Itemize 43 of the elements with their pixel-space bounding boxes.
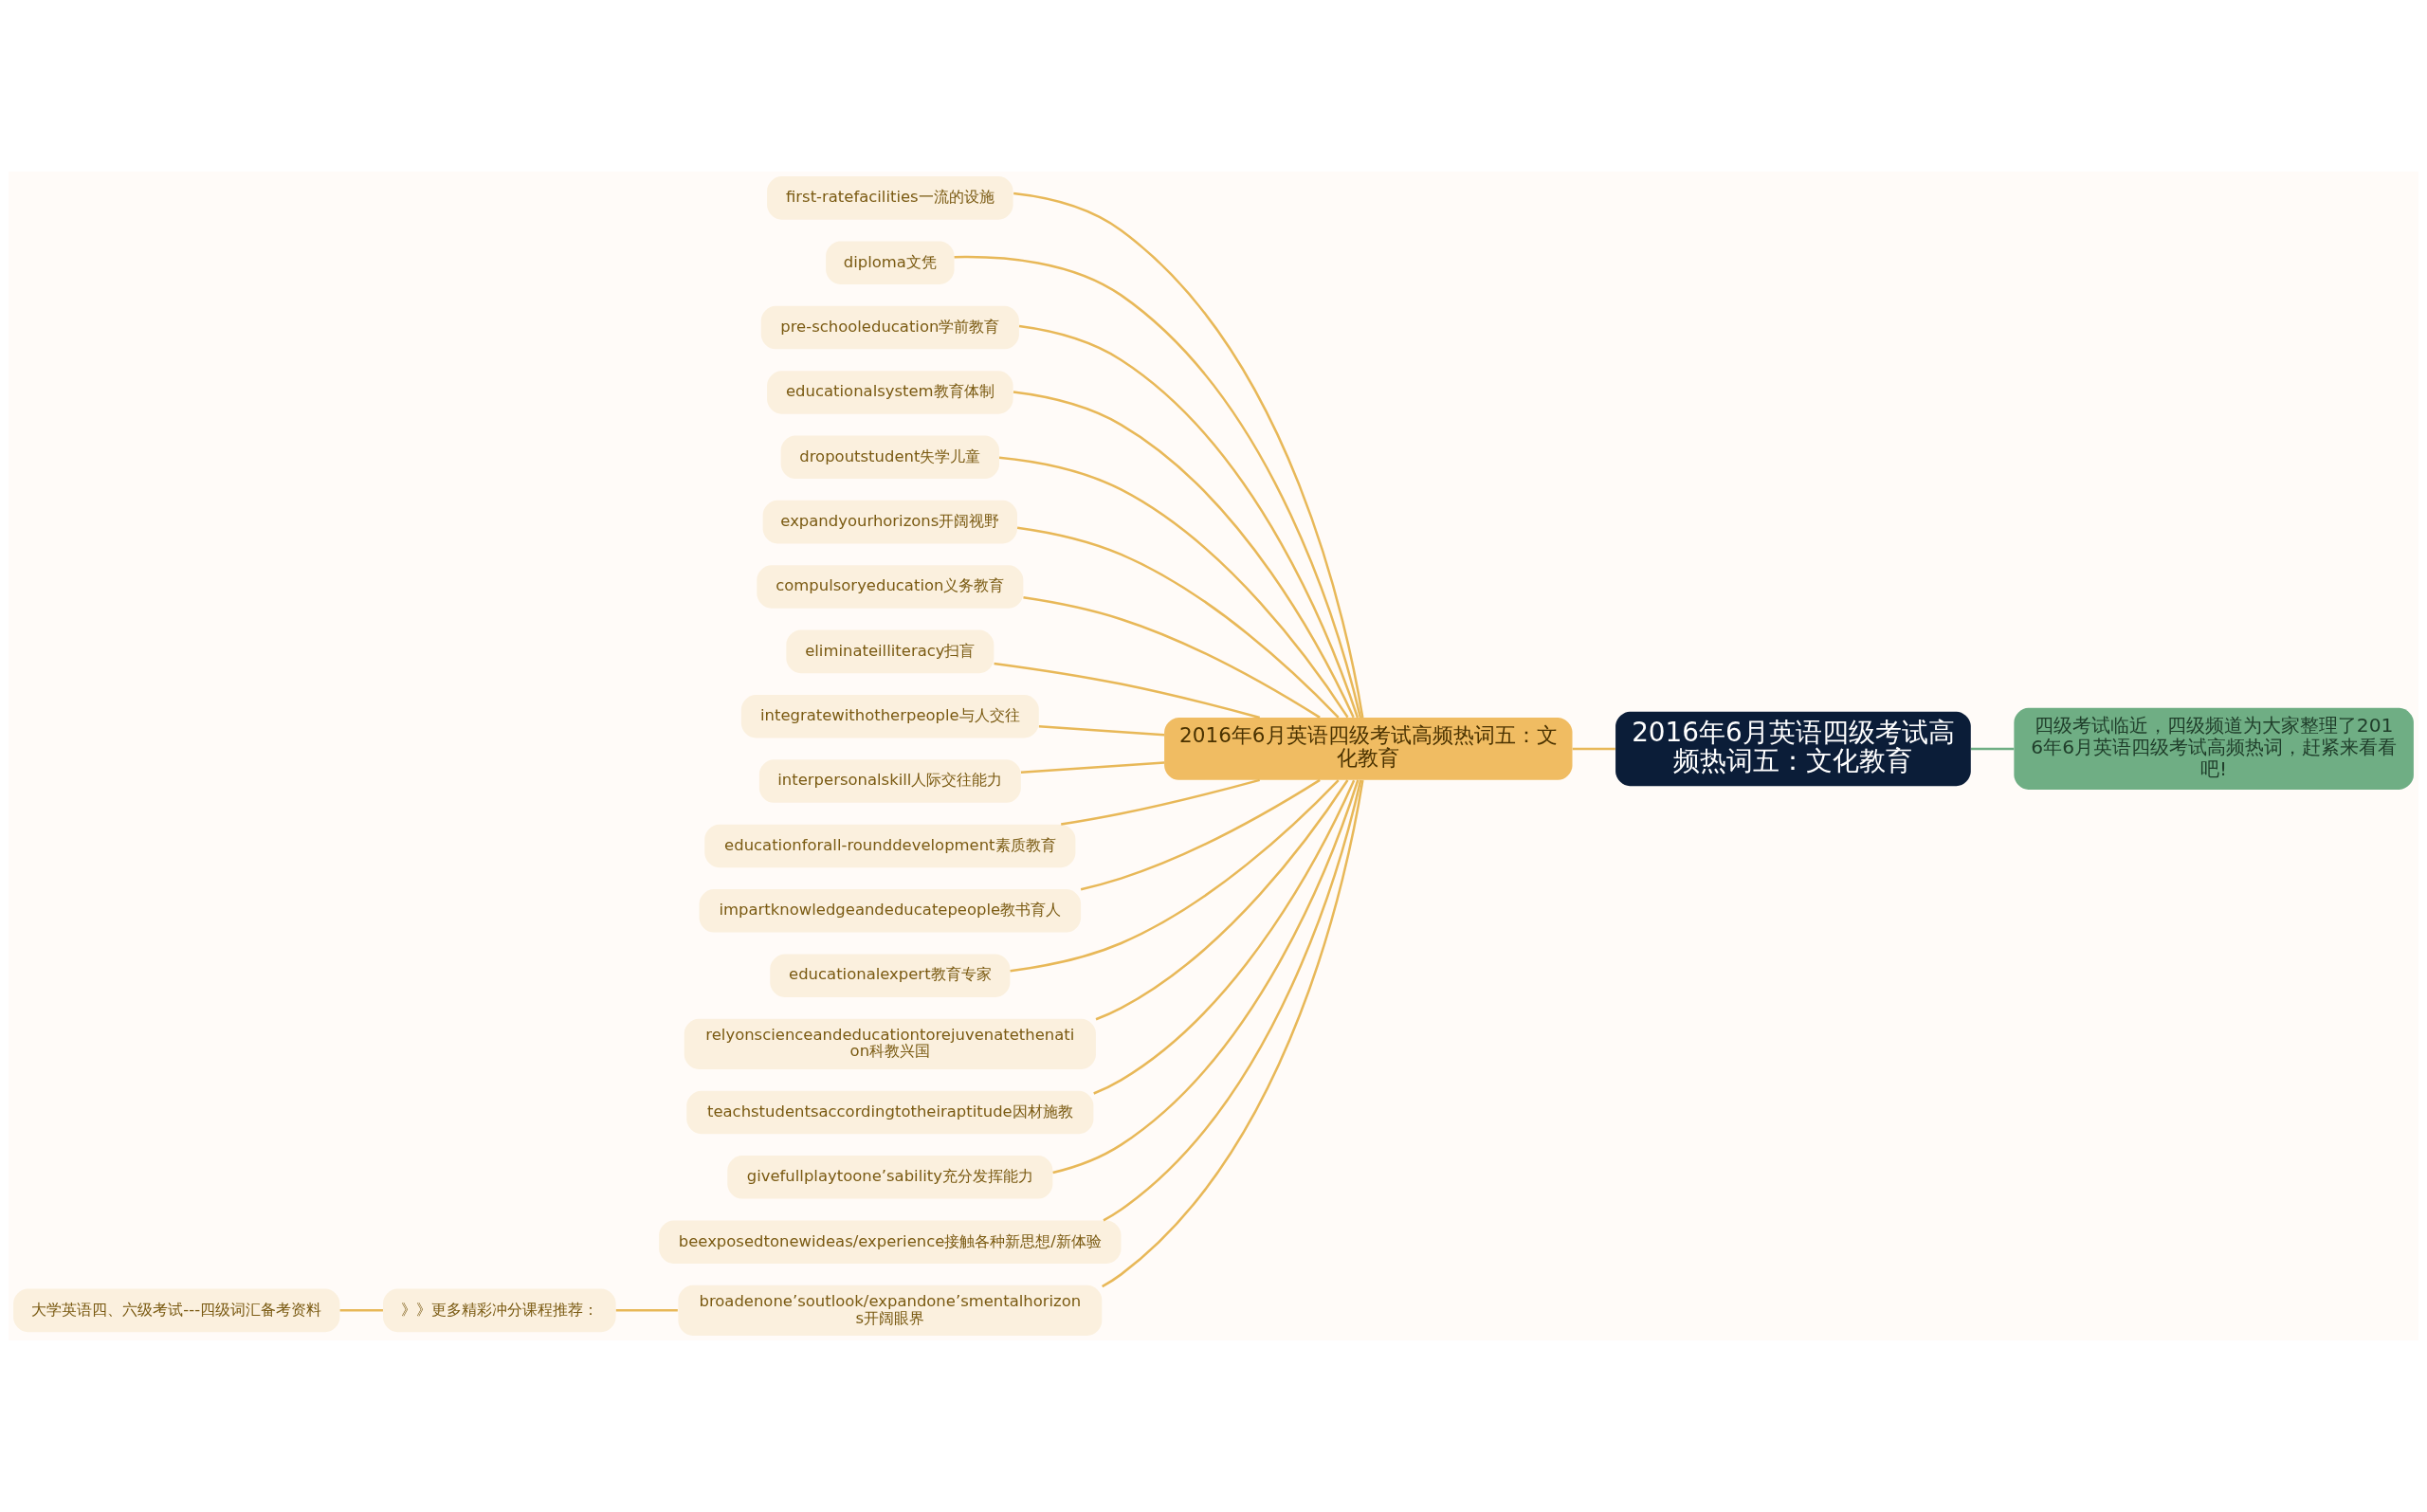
connector [994,662,1261,720]
node-box: integratewithotherpeople与人交往 [740,694,1039,738]
connector [1013,191,1364,719]
node-box: impartknowledgeandeducatepeople教书育人 [699,889,1082,933]
connector [1018,324,1359,719]
node-box: educationforall-rounddevelopment素质教育 [704,824,1076,868]
connector [1010,779,1340,973]
node-box: first-ratefacilities一流的设施 [767,176,1013,220]
node-box: 2016年6月英语四级考试高频热词五：文化教育 [1164,718,1573,780]
node-box: dropoutstudent失学儿童 [780,435,1000,480]
connector [1093,779,1356,1095]
connector [1572,747,1615,751]
connector [1080,778,1321,891]
connector [1023,596,1321,719]
node-box: eliminateilliteracy扫盲 [786,629,995,674]
connector [1061,778,1261,826]
connector [1020,761,1165,774]
connector [1013,391,1355,719]
connector [1052,779,1359,1175]
connector [1038,725,1165,737]
connector [1971,747,2015,751]
node-box: broadenone’soutlook/expandone’smentalhorizons开阔眼界 [678,1284,1103,1336]
node-box: compulsoryeducation义务教育 [757,565,1024,609]
node-box: givefullplaytoone’sability充分发挥能力 [727,1156,1053,1199]
node-box: teachstudentsaccordingtotheiraptitude因材施教 [686,1090,1094,1135]
node-box: 2016年6月英语四级考试高频热词五：文化教育 [1615,711,1971,787]
connector [1016,526,1340,719]
node-box: interpersonalskill人际交往能力 [758,759,1021,803]
connector [339,1309,383,1312]
node-box: 大学英语四、六级考试---四级词汇备考资料 [13,1288,340,1333]
node-box: 四级考试临近，四级频道为大家整理了2016年6月英语四级考试高频热词，赶紧来看看吧! [2014,707,2414,790]
connector [954,255,1362,719]
node-box: relyonscienceandeducationtorejuvenatethenation科教兴国 [684,1018,1096,1069]
node-box: beexposedtonewideas/experience接触各种新思想/新体验 [659,1220,1122,1264]
node-box: 》》更多精彩冲分课程推荐： [383,1288,616,1333]
node-box: educationalexpert教育专家 [770,954,1011,997]
node-box: diploma文凭 [826,241,955,284]
connector [1095,779,1349,1021]
node-box: educationalsystem教育体制 [767,371,1013,414]
connector [615,1309,678,1312]
node-box: pre-schooleducation学前教育 [760,305,1019,350]
node-box: expandyourhorizons开阔视野 [762,500,1017,544]
connector [998,456,1349,719]
